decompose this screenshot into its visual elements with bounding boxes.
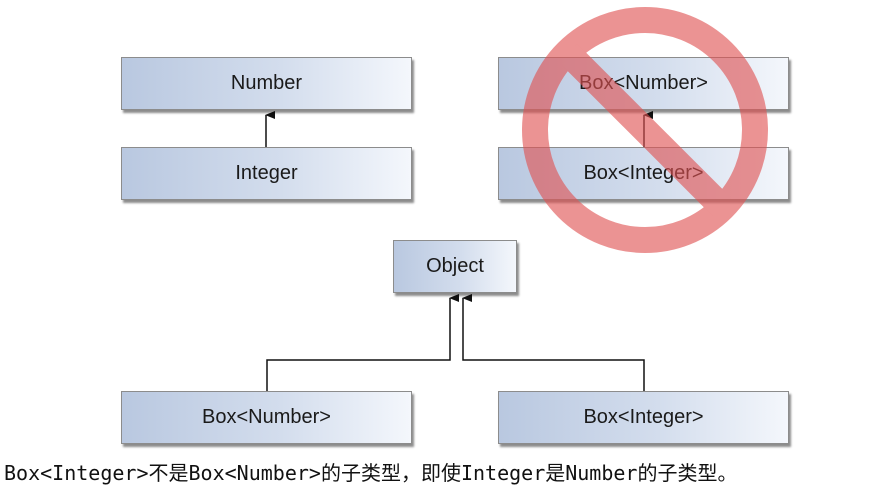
figure-caption: Box<Integer>不是Box<Number>的子类型，即使Integer是… bbox=[4, 461, 738, 485]
box-integer-class-label-bottom: Box<Integer> bbox=[583, 406, 704, 428]
box-integer-class-label-top: Box<Integer> bbox=[583, 162, 704, 184]
integer-class-box: Integer bbox=[121, 147, 412, 200]
number-class-label: Number bbox=[230, 72, 303, 94]
inheritance-arrow-box-number-object bbox=[266, 294, 459, 391]
box-number-class-label-bottom: Box<Number> bbox=[202, 406, 331, 428]
box-number-class-box-top: Box<Number> bbox=[498, 57, 789, 110]
box-integer-class-box-top: Box<Integer> bbox=[498, 147, 789, 200]
integer-class-label: Integer bbox=[235, 162, 298, 184]
box-integer-class-box-bottom: Box<Integer> bbox=[498, 391, 789, 444]
object-class-box: Object bbox=[393, 240, 517, 293]
inheritance-arrow-box-integer-object bbox=[462, 294, 645, 391]
box-number-class-label-top: Box<Number> bbox=[579, 72, 708, 94]
box-number-class-box-bottom: Box<Number> bbox=[121, 391, 412, 444]
object-class-label: Object bbox=[426, 255, 484, 277]
number-class-box: Number bbox=[121, 57, 412, 110]
